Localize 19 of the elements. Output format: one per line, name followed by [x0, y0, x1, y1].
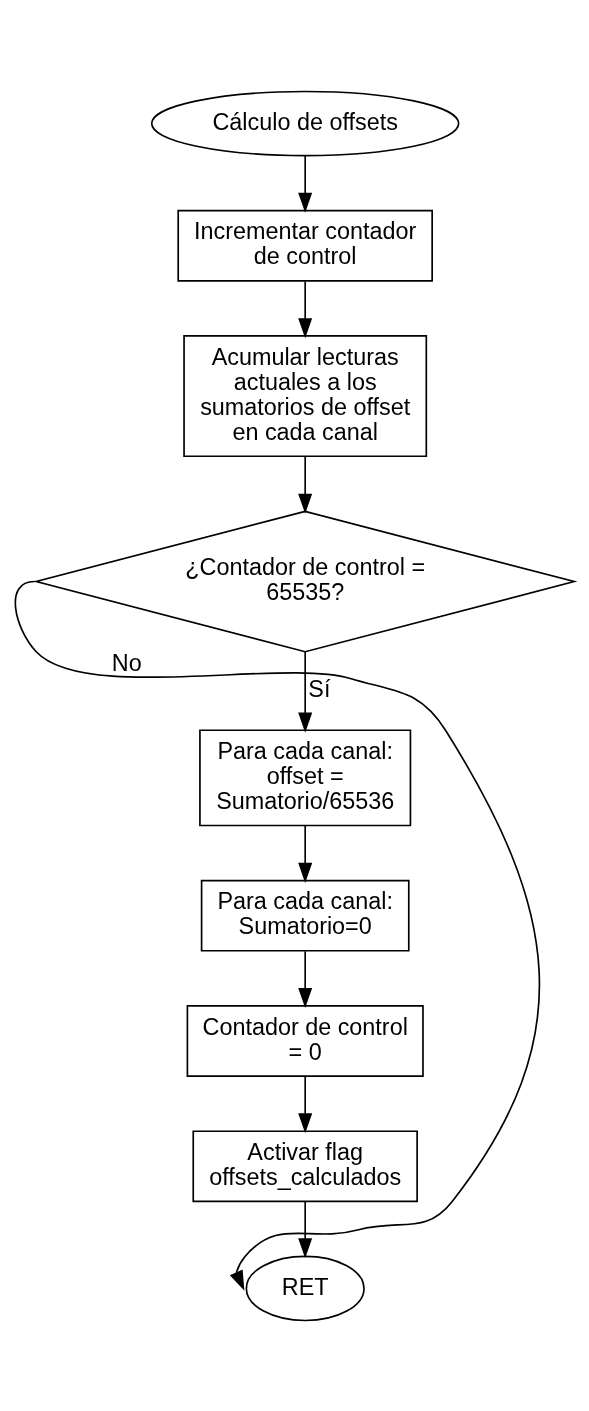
node-box: Para cada canal: offset = Sumatorio/65536 [199, 728, 412, 826]
arrow [298, 1075, 313, 1133]
arrow [298, 824, 313, 883]
arrow [298, 280, 313, 338]
node-ellipse: Cálculo de offsets [150, 90, 460, 156]
node-diamond: ¿Contador de control = 65535? [32, 510, 578, 653]
arrow [298, 950, 313, 1008]
arrow [298, 455, 313, 514]
edge-label: Sí [308, 675, 331, 702]
node-box: Incrementar contador de control [177, 209, 433, 282]
node-box: Activar flag offsets_calculados [192, 1129, 418, 1202]
node-ellipse: RET [245, 1255, 365, 1321]
arrow [298, 650, 313, 733]
node-box: Acumular lecturas actuales a los sumatorios de offset en cada canal [183, 334, 428, 457]
node-box: Contador de control = 0 [186, 1004, 424, 1077]
arrow [14, 580, 540, 1291]
arrow [298, 1200, 313, 1258]
node-box: Para cada canal: Sumatorio=0 [200, 879, 410, 952]
arrow [298, 154, 313, 213]
